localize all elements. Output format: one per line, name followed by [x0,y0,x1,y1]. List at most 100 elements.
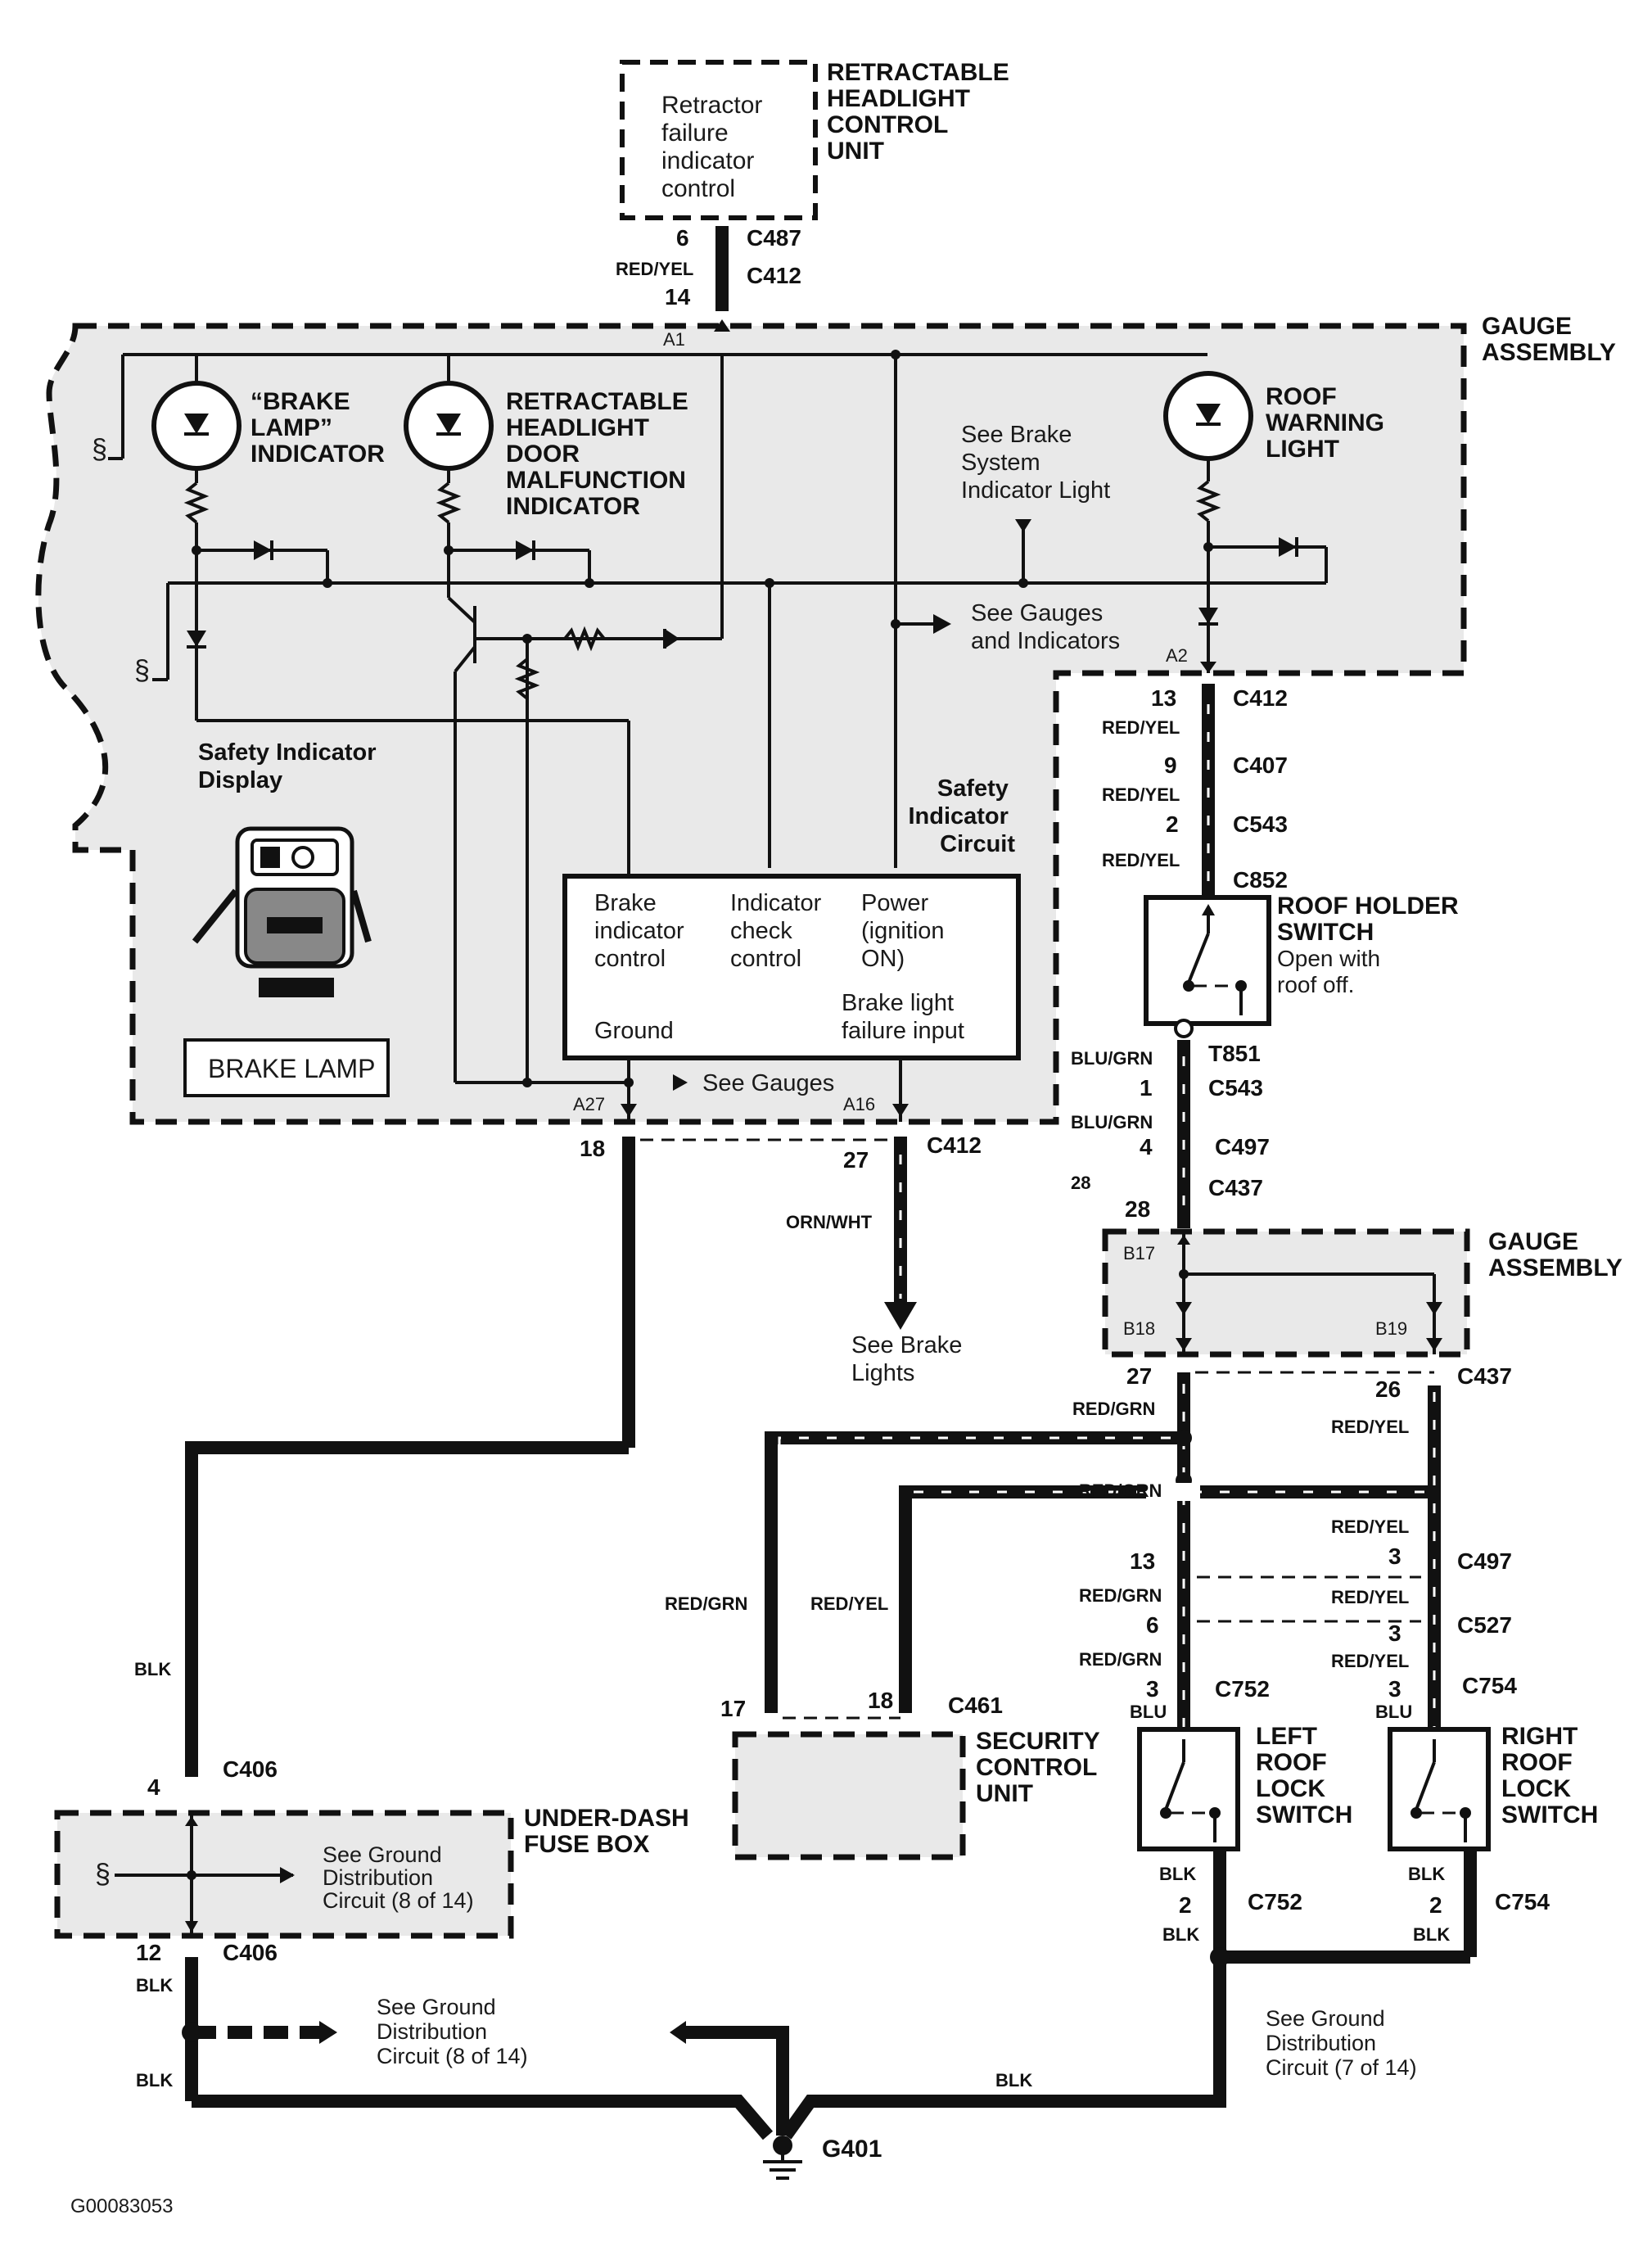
unit-title-line: HEADLIGHT [827,85,970,112]
svg-text:LEFT ROOF LOCK SWI: LEFT ROOF LOCK SWITCH [1256,1723,1352,1828]
wire-label: RED/YEL [1331,1517,1409,1537]
wire-label: RED/YEL [1331,1651,1409,1671]
svg-text:GAUGE ASSEMBLY: GAUGE ASSEMBLY [1488,1228,1623,1281]
wire-label: RED/YEL [1331,1587,1409,1607]
connector-c412: C412 [1233,685,1288,711]
svg-text:RIGHT ROOF LOCK SW: RIGHT ROOF LOCK SWITCH [1501,1723,1598,1828]
circuit-col3: Power [861,890,929,916]
left-switch-label: LEFT [1256,1723,1317,1750]
pin-3: 3 [1388,1620,1401,1646]
wire-label: BLK [134,1659,171,1679]
pin-3: 3 [1146,1676,1159,1702]
fuse-box-note: See Ground [323,1842,442,1867]
unit-title-line: RETRACTABLE [827,59,1009,86]
wire-label: BLK [1408,1864,1445,1884]
connector-c437: C437 [1457,1363,1512,1389]
pin-1: 1 [1140,1075,1153,1101]
connector-c406: C406 [223,1940,278,1965]
car-seat-icon [192,826,372,997]
wire-label: BLU/GRN [1071,1048,1153,1069]
svg-text:RETRACTABLE HEADLIGHT: RETRACTABLE HEADLIGHT DOOR MALFUNCTION I… [506,388,695,520]
wire-label: RED/YEL [1102,850,1180,870]
pin-18: 18 [580,1136,605,1161]
pin-9: 9 [1164,753,1177,778]
connector-c412: C412 [927,1132,982,1158]
brake-lamp-box-label: BRAKE LAMP [208,1054,376,1083]
svg-text:SECURITY CONTROL UNIT: SECURITY CONTROL UNIT [976,1728,1107,1807]
circuit-col2: check [730,918,792,944]
connector-c754: C754 [1495,1889,1550,1914]
retractable-headlight-control-unit [620,60,818,220]
gauge-assembly-2-title: GAUGE [1488,1228,1578,1255]
wire-label: BLU [1375,1702,1412,1722]
pin-3: 3 [1388,1544,1401,1569]
gauge-assembly-title: ASSEMBLY [1482,339,1616,366]
roof-warning-light-label: LIGHT [1266,436,1339,463]
svg-text:UNDER-DASH FUSE BOX: UNDER-DASH FUSE BOX [524,1805,696,1858]
connector-c527: C527 [1457,1612,1512,1638]
wire-label: BLK [1162,1924,1199,1945]
unit-title-line: UNIT [827,138,884,165]
svg-text:Retractor failure indi: Retractor failure indicator control [661,92,770,202]
security-unit-label: UNIT [976,1780,1033,1807]
pin-12: 12 [136,1940,161,1965]
pin-17: 17 [720,1696,746,1721]
fuse-box-title: UNDER-DASH [524,1805,689,1832]
connector-c752: C752 [1215,1676,1270,1702]
right-roof-lock-switch [1388,1727,1491,1851]
roof-holder-switch-note: Open with [1277,946,1380,971]
see-brake-system-label: Indicator Light [961,477,1110,504]
pin-28: 28 [1125,1196,1150,1222]
svg-text:§: § [95,1859,111,1890]
circuit-col2: control [730,946,801,972]
circuit-col1: Brake [594,890,657,916]
see-gauges-label: See Gauges [702,1070,834,1096]
fuse-box-note: Distribution [323,1865,433,1890]
pin-4: 4 [147,1774,160,1800]
pin-18: 18 [868,1688,893,1713]
pin-b17: B17 [1123,1243,1155,1263]
ground-note-left: See Ground [377,1995,496,2019]
svg-text:See Ground Distribution: See Ground Distribution Circuit (8 of 14… [323,1842,474,1913]
headlight-door-indicator-label: MALFUNCTION [506,467,686,494]
brake-lamp-label-box [183,1038,390,1097]
svg-text:§: § [134,655,150,686]
circuit-col2: Indicator [730,890,822,916]
svg-text:GAUGE ASSEMBLY: GAUGE ASSEMBLY [1482,313,1616,366]
unit-body-line: indicator [661,147,754,174]
svg-text:RETRACTABLE HEADLIGHT: RETRACTABLE HEADLIGHT CONTROL UNIT [827,59,1016,165]
roof-holder-switch-label: ROOF HOLDER [1277,893,1459,920]
pin-27: 27 [843,1147,869,1173]
pin-3: 3 [1388,1676,1401,1702]
circuit-ground: Ground [594,1018,674,1044]
connector-c407: C407 [1233,753,1288,778]
connector-c752: C752 [1248,1889,1302,1914]
left-switch-label: SWITCH [1256,1801,1352,1828]
unit-body-line: failure [661,120,729,147]
roof-warning-light-label: ROOF [1266,383,1337,410]
see-brake-system-label: System [961,450,1040,476]
brake-lamp-indicator-label: LAMP” [251,414,332,441]
ground-note-right: See Ground [1266,2006,1385,2031]
connector-c497: C497 [1215,1134,1270,1159]
svg-text:§: § [92,434,107,465]
pin-14: 14 [665,284,691,310]
svg-text:ROOF HOLDER SWITCH: ROOF HOLDER SWITCH [1277,893,1465,946]
fuse-box-title: FUSE BOX [524,1831,649,1858]
connector-c412: C412 [747,263,801,288]
safety-circuit-label: Safety [937,775,1009,802]
connector-c852: C852 [1233,867,1288,893]
right-switch-label: ROOF [1501,1749,1573,1776]
pin-b18: B18 [1123,1318,1155,1339]
headlight-door-indicator-label: DOOR [506,441,580,468]
wire-label: RED/GRN [665,1593,747,1614]
headlight-door-indicator-label: RETRACTABLE [506,388,688,415]
connector-c543: C543 [1208,1075,1263,1101]
svg-text:See Ground Distribution: See Ground Distribution Circuit (7 of 14… [1266,2006,1417,2080]
pin-a2: A2 [1166,645,1188,666]
unit-body-line: Retractor [661,92,762,119]
brake-lamp-indicator-label: INDICATOR [251,441,385,468]
pin-2: 2 [1166,811,1179,837]
wire-label: RED/GRN [1072,1399,1155,1419]
